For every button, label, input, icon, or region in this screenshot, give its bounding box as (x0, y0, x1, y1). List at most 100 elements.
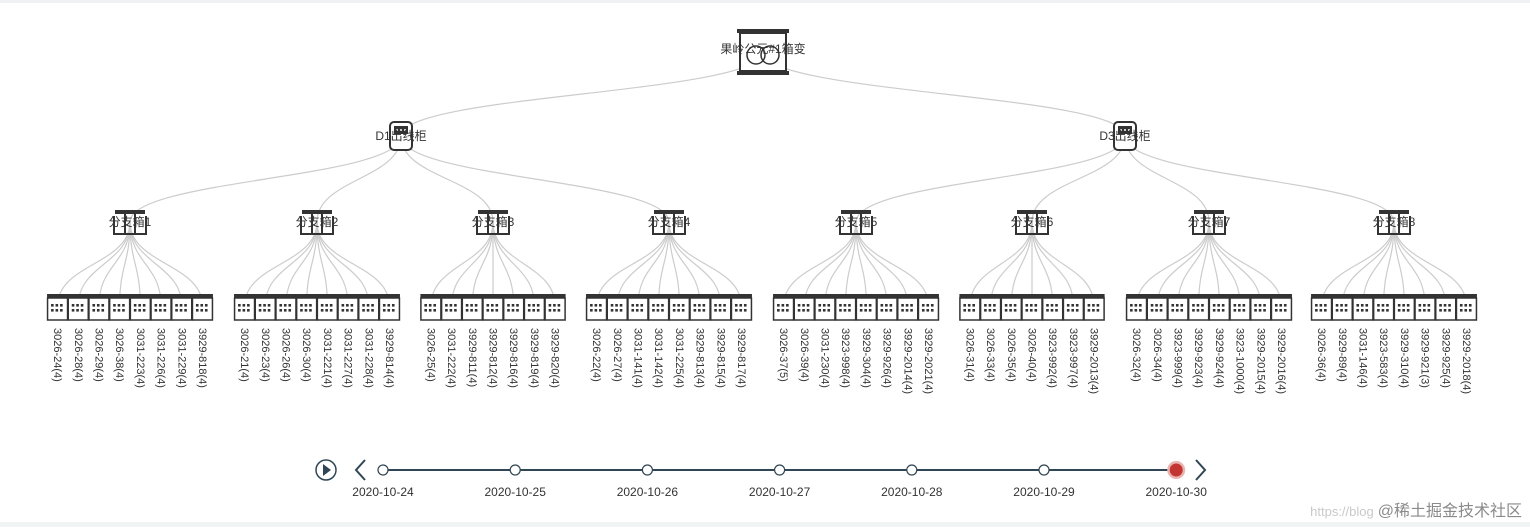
meter-box-icon-dot (1233, 309, 1237, 312)
meter-box-node[interactable]: 3923-1000(4) (1229, 294, 1251, 394)
branch-box-node[interactable]: 分支箱2 (296, 210, 339, 235)
meter-box-node[interactable]: 3923-998(4) (834, 294, 857, 388)
timeline-step[interactable]: 2020-10-28 (881, 464, 943, 499)
timeline-dot[interactable] (1038, 464, 1050, 476)
meter-box-node[interactable]: 3929-2018(4) (1455, 294, 1478, 394)
meter-box-icon-dot (827, 309, 831, 312)
meter-box-node[interactable]: 3929-2015(4) (1250, 294, 1272, 394)
timeline-step[interactable]: 2020-10-24 (352, 464, 414, 499)
meter-box-node[interactable]: 3929-89(4) (1331, 294, 1353, 382)
meter-box-node[interactable]: 3929-2021(4) (917, 294, 940, 394)
meter-box-node[interactable]: 3929-925(4) (1435, 294, 1457, 388)
meter-box-node[interactable]: 3031-142(4) (647, 294, 670, 388)
meter-box-node[interactable]: 3929-817(4) (730, 294, 753, 388)
meter-box-node[interactable]: 3929-926(4) (876, 294, 898, 388)
meter-box-node[interactable]: 3026-26(4) (275, 294, 297, 382)
timeline-step[interactable]: 2020-10-30 (1146, 461, 1208, 499)
meter-box-node[interactable]: 3031-226(4) (150, 294, 172, 388)
meter-box-node[interactable]: 3929-815(4) (710, 294, 732, 388)
meter-box-node[interactable]: 3026-24(4) (46, 294, 69, 382)
timeline-dot[interactable] (509, 464, 521, 476)
branch-box-node[interactable]: 分支箱3 (472, 210, 515, 235)
meter-box-node[interactable]: 3929-923(4) (1187, 294, 1210, 388)
meter-box-node[interactable]: 3929-2016(4) (1270, 294, 1293, 394)
timeline-step[interactable]: 2020-10-25 (485, 464, 547, 499)
timeline-step[interactable]: 2020-10-29 (1013, 464, 1075, 499)
meter-box-node[interactable]: 3026-39(4) (793, 294, 815, 382)
meter-box-node[interactable]: 3026-31(4) (959, 294, 981, 382)
meter-box-node[interactable]: 3031-230(4) (814, 294, 836, 388)
meter-box-node[interactable]: 3923-992(4) (1041, 294, 1064, 388)
meter-box-node[interactable]: 3031-223(4) (129, 294, 152, 388)
cabinet-node[interactable]: D3出线柜 (1099, 121, 1151, 151)
meter-box-icon-dot (391, 309, 395, 312)
meter-box-node[interactable]: 3026-37(5) (772, 294, 795, 382)
meter-box-node[interactable]: 3026-22(4) (585, 294, 608, 382)
meter-box-node[interactable]: 3923-583(4) (1372, 294, 1395, 388)
meter-box-node[interactable]: 3031-222(4) (440, 294, 463, 388)
meter-box-node[interactable]: 3929-2013(4) (1083, 294, 1105, 394)
timeline-step[interactable]: 2020-10-26 (617, 464, 679, 499)
meter-box-node[interactable]: 3929-811(4) (461, 294, 484, 387)
meter-box-node[interactable]: 3031-146(4) (1352, 294, 1374, 388)
play-button[interactable] (315, 459, 337, 481)
meter-box-icon-dot (51, 309, 54, 312)
meter-box-node[interactable]: 3026-35(4) (1000, 294, 1023, 382)
cabinet-node[interactable]: D1出线柜 (375, 121, 427, 151)
branch-box-node[interactable]: 分支箱1 (109, 210, 152, 235)
meter-box-node[interactable]: 3929-816(4) (502, 294, 525, 388)
timeline-step[interactable]: 2020-10-27 (749, 464, 811, 499)
meter-box-node[interactable]: 3026-32(4) (1125, 294, 1148, 382)
branch-box-node[interactable]: 分支箱6 (1011, 210, 1054, 235)
meter-box-icon-dot (590, 304, 593, 307)
timeline-dot[interactable] (773, 464, 786, 476)
meter-box-node[interactable]: 3026-21(4) (233, 294, 256, 382)
meter-box-node[interactable]: 3929-819(4) (523, 294, 546, 388)
meter-box-node[interactable]: 3929-812(4) (482, 294, 504, 388)
meter-box-node[interactable]: 3026-29(4) (88, 294, 110, 382)
root-node[interactable]: 果岭公元#1箱变 (720, 29, 806, 75)
meter-box-node[interactable]: 3026-23(4) (254, 294, 276, 382)
meter-box-node[interactable]: 3923-999(4) (1167, 294, 1189, 388)
branch-box-node[interactable]: 分支箱4 (648, 210, 691, 235)
meter-box-node[interactable]: 3026-25(4) (420, 294, 442, 382)
meter-box-icon-dot (1159, 304, 1163, 307)
timeline-dot[interactable] (906, 464, 918, 476)
meter-box-node[interactable]: 3929-304(4) (855, 294, 878, 388)
timeline-dot[interactable] (641, 464, 654, 476)
meter-box-node[interactable]: 3929-310(4) (1393, 294, 1416, 388)
meter-box-node[interactable]: 3031-227(4) (337, 294, 359, 388)
meter-box-node[interactable]: 3929-814(4) (378, 294, 401, 388)
meter-box-node[interactable]: 3929-820(4) (544, 294, 566, 388)
chevron-left-icon[interactable] (354, 459, 366, 481)
meter-box-node[interactable]: 3026-34(4) (1146, 294, 1168, 382)
meter-box-icon-dot (470, 304, 473, 307)
branch-box-node[interactable]: 分支箱8 (1373, 210, 1416, 235)
meter-box-node[interactable]: 3026-30(4) (295, 294, 318, 382)
branch-box-icon-frame (113, 216, 147, 235)
chevron-right-icon[interactable] (1195, 459, 1207, 481)
meter-box-node[interactable]: 3026-38(4) (108, 294, 131, 382)
meter-box-node[interactable]: 3026-33(4) (979, 294, 1002, 382)
meter-box-node[interactable]: 3031-221(4) (316, 294, 339, 388)
branch-box-node[interactable]: 分支箱5 (835, 210, 878, 235)
meter-box-node[interactable]: 3031-141(4) (627, 294, 649, 388)
meter-box-node[interactable]: 3929-921(3) (1414, 294, 1436, 388)
meter-box-node[interactable]: 3923-997(4) (1062, 294, 1085, 388)
meter-box-node[interactable]: 3929-818(4) (191, 294, 214, 388)
meter-box-node[interactable]: 3929-924(4) (1208, 294, 1231, 388)
meter-box-icon-dot (1340, 304, 1343, 307)
timeline-dot[interactable] (377, 464, 389, 476)
meter-box-node[interactable]: 3026-40(4) (1021, 294, 1043, 382)
meter-box-node[interactable]: 3026-28(4) (67, 294, 89, 382)
timeline-current-dot[interactable] (1169, 463, 1183, 477)
meter-box-node[interactable]: 3929-813(4) (689, 294, 711, 388)
branch-box-node[interactable]: 分支箱7 (1188, 210, 1231, 235)
meter-box-node[interactable]: 3031-228(4) (358, 294, 380, 388)
meter-box-node[interactable]: 3031-225(4) (668, 294, 691, 388)
meter-box-node[interactable]: 3929-2014(4) (897, 294, 919, 394)
meter-box-node[interactable]: 3026-27(4) (606, 294, 628, 382)
meter-box-icon (441, 294, 463, 298)
meter-box-node[interactable]: 3026-36(4) (1310, 294, 1333, 382)
meter-box-node[interactable]: 3031-229(4) (171, 294, 193, 388)
